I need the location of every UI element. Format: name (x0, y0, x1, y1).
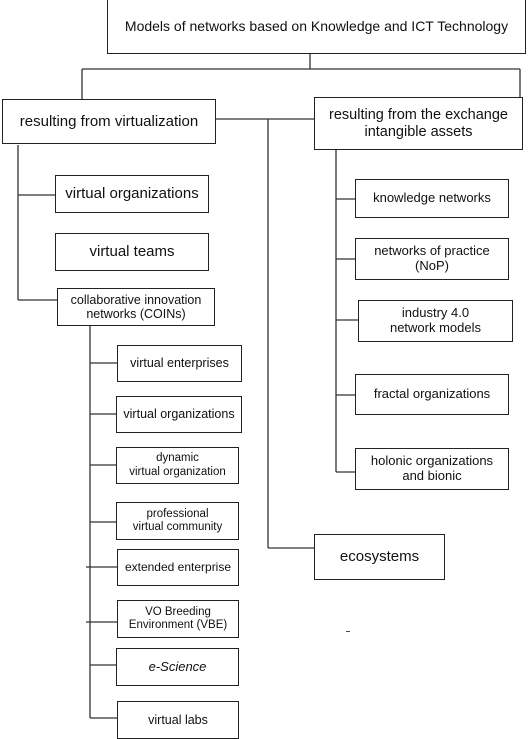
coins-item-extended-enterprise: extended enterprise (117, 549, 239, 586)
coins-item-virtual-organizations: virtual organizations (116, 396, 242, 433)
coins-node: collaborative innovation networks (COINs… (57, 288, 215, 326)
exchange-item-fractal-organizations: fractal organizations (355, 374, 509, 415)
exchange-item-holonic-organizations: holonic organizations and bionic (355, 448, 509, 490)
exchange-item-knowledge-networks: knowledge networks (355, 179, 509, 218)
exchange-item-networks-of-practice: networks of practice (NoP) (355, 238, 509, 280)
coins-item-virtual-labs: virtual labs (117, 701, 239, 739)
stray-mark (346, 631, 350, 632)
virtual-teams-node: virtual teams (55, 233, 209, 271)
coins-item-e-science: e-Science (116, 648, 239, 686)
coins-item-professional-virtual-community: professional virtual community (116, 502, 239, 540)
coins-item-vo-breeding-environment: VO Breeding Environment (VBE) (117, 600, 239, 638)
coins-item-dynamic-virtual-organization: dynamic virtual organization (116, 447, 239, 484)
ecosystems-node: ecosystems (314, 534, 445, 580)
virtual-organizations-node: virtual organizations (55, 175, 209, 213)
root-node: Models of networks based on Knowledge an… (107, 0, 526, 54)
branch-virtualization: resulting from virtualization (2, 99, 216, 144)
coins-item-virtual-enterprises: virtual enterprises (117, 345, 242, 382)
exchange-item-industry-4-network-models: industry 4.0 network models (358, 300, 513, 342)
branch-intangible-exchange: resulting from the exchange intangible a… (314, 97, 523, 150)
